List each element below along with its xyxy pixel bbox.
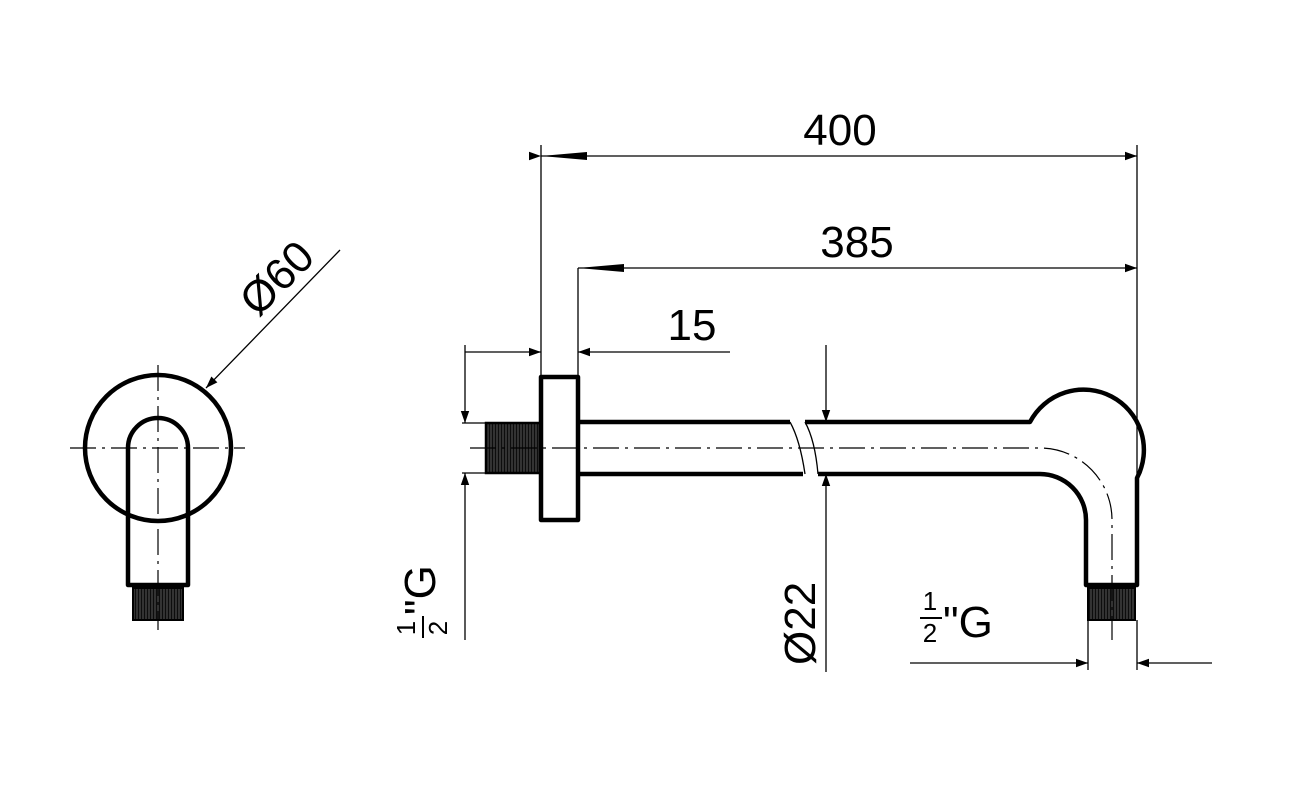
svg-text:1: 1	[923, 586, 937, 616]
pipe-diameter-label: Ø22	[776, 582, 825, 665]
svg-text:2: 2	[923, 618, 937, 648]
inlet-thread-label: 1 2 "G	[391, 565, 453, 638]
pipe-outline	[578, 387, 1147, 588]
end-view: Ø60	[70, 232, 341, 630]
flange-thickness-label: 15	[668, 301, 717, 350]
svg-text:"G: "G	[943, 598, 993, 647]
arm-length-label: 385	[820, 218, 893, 267]
outlet-thread-label: 1 2 "G	[920, 586, 993, 648]
flange-diameter-label: Ø60	[230, 232, 323, 325]
pipe-outline	[125, 415, 191, 588]
diameter-leader	[205, 249, 341, 389]
svg-text:1: 1	[391, 621, 421, 635]
front-view: 400 385 15 1 2 "G Ø22 1 2 "G	[391, 106, 1212, 672]
svg-text:"G: "G	[396, 565, 445, 615]
pipe-break	[789, 421, 819, 475]
svg-text:2: 2	[423, 621, 453, 635]
overall-length-label: 400	[803, 106, 876, 155]
